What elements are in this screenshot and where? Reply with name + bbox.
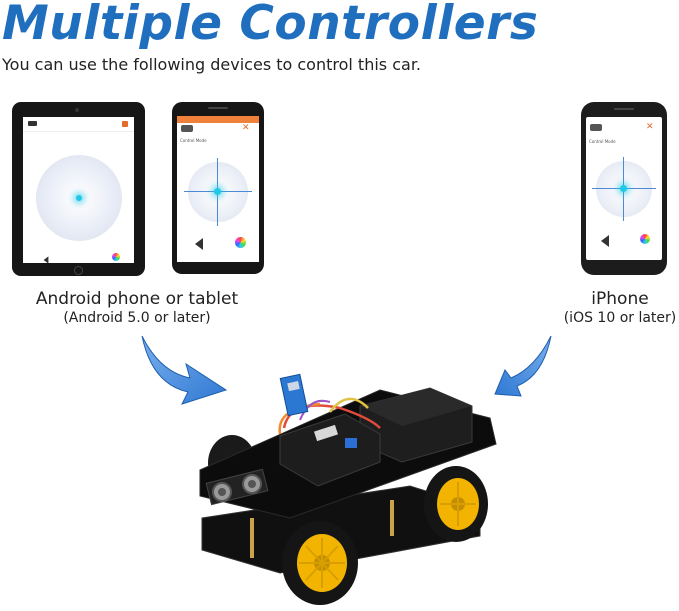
left-arrow-icon [141, 335, 228, 405]
car-thumbnail-icon [181, 125, 193, 132]
phone-screen: ✕ Control Mode [177, 116, 259, 262]
earpiece [208, 107, 228, 109]
brand-logo-icon: ✕ [242, 123, 250, 133]
right-arrow-icon [494, 335, 552, 397]
speaker-icon[interactable] [601, 235, 609, 247]
android-tablet [12, 102, 145, 276]
android-phone: ✕ Control Mode [172, 102, 264, 274]
camera-dot [75, 108, 79, 112]
car-preview-icon [122, 121, 128, 127]
iphone-caption: iPhone (iOS 10 or later) [562, 289, 678, 326]
iphone-caption-subtitle: (iOS 10 or later) [563, 310, 677, 326]
color-wheel-icon[interactable] [235, 237, 246, 248]
tablet-screen [23, 117, 134, 263]
iphone-caption-title: iPhone [591, 289, 649, 309]
color-wheel-icon[interactable] [112, 253, 120, 261]
android-caption-subtitle: (Android 5.0 or later) [63, 310, 211, 326]
brand-logo-icon: ✕ [646, 122, 654, 132]
home-button[interactable] [74, 266, 83, 275]
joystick-knob[interactable] [76, 195, 82, 201]
earpiece [614, 108, 634, 110]
joystick-knob[interactable] [214, 188, 221, 195]
page-title: Multiple Controllers [2, 0, 539, 51]
control-mode-label: Control Mode [589, 139, 616, 144]
joystick-knob[interactable] [620, 185, 627, 192]
car-thumbnail-icon [590, 124, 602, 131]
subtitle: You can use the following devices to con… [2, 55, 422, 74]
joystick-pad[interactable] [36, 155, 122, 241]
control-mode-label: Control Mode [180, 138, 207, 143]
app-bar [177, 116, 259, 123]
joystick-pad[interactable] [184, 158, 252, 226]
iphone-screen: ✕ Control Mode [586, 117, 662, 260]
robot-car-image [199, 373, 497, 605]
android-caption: Android phone or tablet (Android 5.0 or … [22, 289, 252, 326]
color-wheel-icon[interactable] [640, 234, 650, 244]
joystick-pad[interactable] [592, 157, 656, 221]
iphone-device: ✕ Control Mode [581, 102, 667, 275]
app-logo-icon [28, 121, 37, 126]
android-caption-title: Android phone or tablet [35, 289, 239, 309]
speaker-icon[interactable] [195, 238, 203, 250]
speaker-icon[interactable] [43, 256, 49, 263]
